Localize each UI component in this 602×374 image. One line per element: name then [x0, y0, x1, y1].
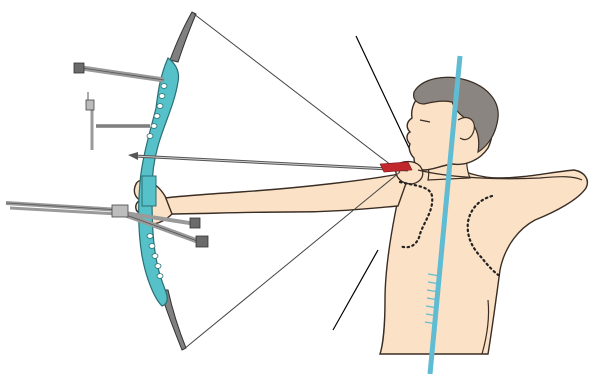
guide-line-lower [333, 250, 378, 330]
bow-sight [86, 92, 150, 150]
bow-grip [142, 176, 156, 206]
archer-figure [134, 77, 587, 354]
arrow [128, 152, 412, 172]
bow-upper-limb [170, 12, 196, 62]
bow-arm [165, 172, 410, 214]
recurve-bow [6, 12, 400, 350]
upper-stabilizer [74, 63, 164, 80]
bowstring [194, 14, 400, 172]
arrow-fletching [380, 162, 412, 172]
guide-line-upper [356, 36, 410, 150]
torso [380, 162, 587, 354]
arrow-point [128, 152, 138, 160]
